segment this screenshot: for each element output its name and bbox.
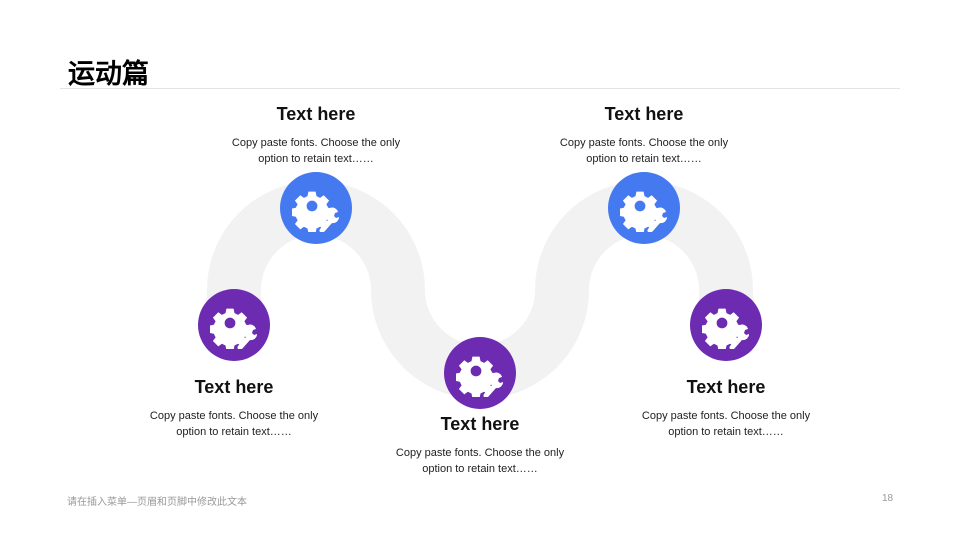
title-divider bbox=[60, 88, 900, 89]
gear-wrench-icon bbox=[292, 191, 340, 232]
gear-wrench-icon bbox=[702, 308, 750, 349]
step-body: Copy paste fonts. Choose the only option… bbox=[559, 137, 729, 165]
footer-text: 请在插入菜单—页眉和页脚中修改此文本 bbox=[67, 497, 247, 508]
gear-wrench-icon bbox=[210, 308, 258, 349]
step-body: Copy paste fonts. Choose the only option… bbox=[149, 410, 319, 438]
gear-wrench-icon bbox=[620, 191, 668, 232]
step-body: Copy paste fonts. Choose the only option… bbox=[231, 137, 401, 165]
step-3-node bbox=[444, 337, 516, 409]
step-heading: Text here bbox=[686, 377, 766, 397]
gear-wrench-icon bbox=[456, 356, 504, 397]
step-body: Copy paste fonts. Choose the only option… bbox=[641, 410, 811, 438]
step-4-node bbox=[608, 172, 680, 244]
step-body: Copy paste fonts. Choose the only option… bbox=[395, 447, 565, 475]
page-title: 运动篇 bbox=[68, 59, 149, 89]
step-heading: Text here bbox=[194, 377, 274, 397]
step-heading: Text here bbox=[276, 104, 356, 124]
step-heading: Text here bbox=[440, 414, 520, 434]
step-5-node bbox=[690, 289, 762, 361]
page-number: 18 bbox=[882, 493, 894, 504]
step-2-node bbox=[280, 172, 352, 244]
step-1-node bbox=[198, 289, 270, 361]
step-heading: Text here bbox=[604, 104, 684, 124]
